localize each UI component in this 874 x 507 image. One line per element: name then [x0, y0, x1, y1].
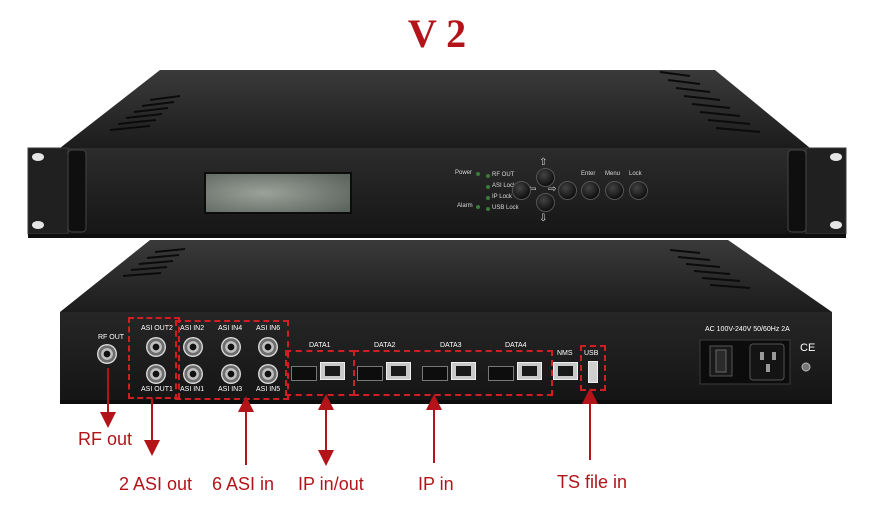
- rf-out-annotation: RF out: [78, 429, 133, 449]
- handle-left: [67, 149, 87, 233]
- asi-out-annotation: 2 ASI out: [119, 474, 193, 494]
- data1-label: DATA1: [309, 342, 331, 349]
- arrow-up-icon: ⇧: [539, 157, 548, 168]
- rack-ear-right: [805, 147, 847, 235]
- asi-in4-connector[interactable]: [221, 337, 241, 357]
- asi-in-highlight: [175, 320, 289, 400]
- vent-left: [109, 95, 181, 131]
- rf-out-indicator-label: RF OUT: [492, 172, 515, 178]
- data3-rj45-port[interactable]: [451, 362, 476, 380]
- usb-port[interactable]: [588, 361, 598, 383]
- ip-in-highlight: [353, 350, 553, 396]
- right-button[interactable]: [558, 181, 577, 200]
- ip-lock-led: [486, 196, 490, 200]
- data3-label: DATA3: [440, 342, 462, 349]
- data3-sfp-port[interactable]: [422, 366, 448, 381]
- asi-in5-label: ASI IN5: [256, 386, 281, 393]
- usb-lock-indicator-label: USB Lock: [492, 205, 519, 211]
- ok-button[interactable]: [536, 193, 555, 212]
- asi-in2-label: ASI IN2: [180, 325, 205, 332]
- arrow-down-icon: ⇩: [539, 213, 548, 224]
- arrow-right-icon: ⇨: [548, 184, 557, 195]
- menu-button-label: Menu: [605, 171, 621, 177]
- power-indicator-label: Power: [455, 170, 473, 176]
- data1-sfp-port[interactable]: [291, 366, 317, 381]
- asi-in2-connector[interactable]: [183, 337, 203, 357]
- lcd-display: [204, 172, 352, 214]
- asi-in3-connector[interactable]: [221, 364, 241, 384]
- page-title: V 2: [407, 11, 467, 56]
- data4-sfp-port[interactable]: [488, 366, 514, 381]
- vent-right: [659, 71, 761, 133]
- enter-button-label: Enter: [581, 171, 596, 177]
- asi-in6-label: ASI IN6: [256, 325, 281, 332]
- data2-label: DATA2: [374, 342, 396, 349]
- asi-out-highlight: [128, 317, 180, 399]
- nms-rj45-port[interactable]: [553, 362, 578, 380]
- rear-top-cover: [60, 240, 832, 312]
- asi-lock-indicator-label: ASI Lock: [492, 183, 517, 189]
- asi-out2-label: ASI OUT2: [141, 325, 173, 332]
- left-button[interactable]: [512, 181, 531, 200]
- lock-button[interactable]: [629, 181, 648, 200]
- data2-sfp-port[interactable]: [357, 366, 383, 381]
- usb-highlight: [580, 345, 606, 391]
- asi-out1-connector[interactable]: [146, 364, 166, 384]
- ts-file-annotation: TS file in: [557, 472, 628, 492]
- alarm-indicator-label: Alarm: [457, 203, 473, 209]
- asi-in-annotation: 6 ASI in: [212, 474, 275, 494]
- data1-rj45-port[interactable]: [320, 362, 345, 380]
- usb-label: USB: [584, 350, 599, 357]
- asi-out2-connector[interactable]: [146, 337, 166, 357]
- asi-in1-label: ASI IN1: [180, 386, 205, 393]
- front-top-cover: [60, 70, 810, 148]
- rear-vent-left: [122, 248, 186, 277]
- asi-in4-label: ASI IN4: [218, 325, 243, 332]
- ip-inout-highlight: [285, 350, 355, 396]
- ip-in-annotation: IP in: [418, 474, 454, 494]
- power-led: [476, 172, 480, 176]
- ip-inout-annotation: IP in/out: [298, 474, 364, 494]
- asi-out1-label: ASI OUT1: [141, 386, 173, 393]
- up-button[interactable]: [536, 168, 555, 187]
- asi-in6-connector[interactable]: [258, 337, 278, 357]
- power-spec-label: AC 100V-240V 50/60Hz 2A: [705, 326, 790, 333]
- menu-button[interactable]: [605, 181, 624, 200]
- front-face: [28, 148, 846, 234]
- asi-in1-connector[interactable]: [183, 364, 203, 384]
- handle-right: [787, 149, 807, 233]
- rf-out-connector[interactable]: [97, 344, 117, 364]
- rf-out-port-label: RF OUT: [98, 334, 125, 341]
- ce-mark: CE: [800, 342, 816, 354]
- rack-ear-left: [27, 147, 69, 235]
- data4-label: DATA4: [505, 342, 527, 349]
- data2-rj45-port[interactable]: [386, 362, 411, 380]
- rear-vent-right: [669, 249, 751, 289]
- enter-button[interactable]: [581, 181, 600, 200]
- usb-lock-led: [486, 207, 490, 211]
- ip-lock-indicator-label: IP Lock: [492, 194, 512, 200]
- arrow-left-icon: ⇦: [528, 184, 537, 195]
- nms-label: NMS: [557, 350, 573, 357]
- data4-rj45-port[interactable]: [517, 362, 542, 380]
- asi-in3-label: ASI IN3: [218, 386, 243, 393]
- lock-button-label: Lock: [629, 171, 642, 177]
- asi-in5-connector[interactable]: [258, 364, 278, 384]
- power-socket: [749, 343, 785, 381]
- alarm-led: [476, 205, 480, 209]
- asi-lock-led: [486, 185, 490, 189]
- rf-out-led: [486, 174, 490, 178]
